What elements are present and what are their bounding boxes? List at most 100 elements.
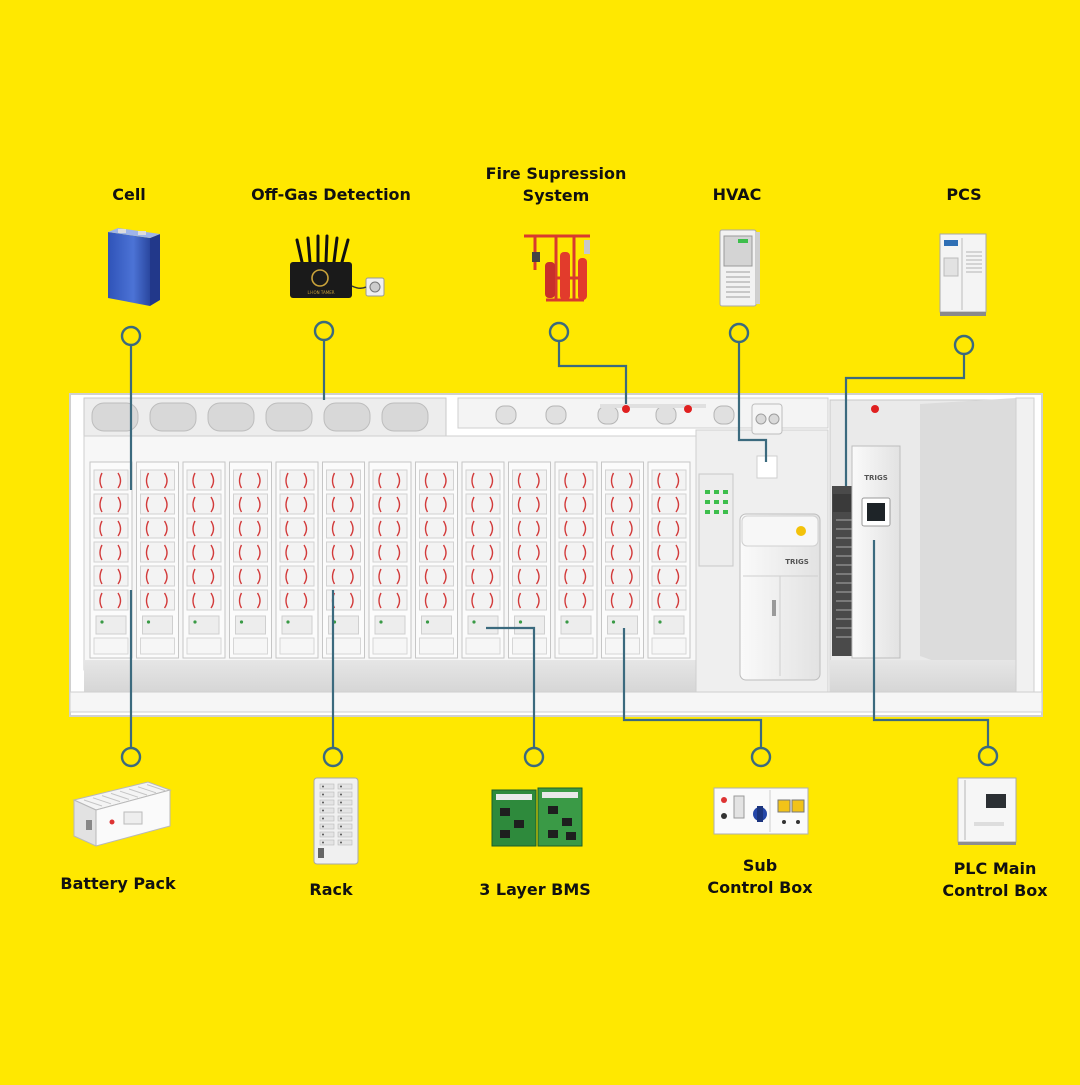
battery-module [419, 565, 454, 587]
container: TRIGS TRIGS [69, 393, 1043, 717]
module-wire [285, 544, 289, 561]
module-wire [378, 568, 382, 585]
battery-module [279, 517, 315, 539]
rack-module-dot [340, 809, 342, 812]
rack-module [337, 791, 353, 798]
module-wire [628, 544, 633, 561]
pcs-main-cabinet: TRIGS [832, 445, 901, 659]
pack-cell-line [128, 788, 148, 796]
label-pcs-line: PCS [946, 185, 982, 204]
module-wire [657, 592, 661, 609]
battery-rack [229, 461, 272, 659]
module-wire [610, 592, 615, 609]
module-wire [657, 568, 661, 585]
module-wire [303, 472, 308, 489]
label-bms-line: 3 Layer BMS [479, 880, 591, 899]
label-rack: Rack [309, 879, 352, 901]
battery-rack [415, 461, 458, 659]
battery-module [372, 469, 408, 491]
module-wire [517, 592, 522, 609]
indicator-panel [698, 473, 734, 567]
battery-module [651, 517, 687, 539]
battery-module [465, 541, 501, 563]
suppression-pipe [600, 404, 879, 413]
roof-tile [207, 402, 255, 432]
module-wire [331, 496, 336, 513]
module-wire [117, 592, 122, 609]
battery-module [605, 565, 640, 587]
module-wire [331, 544, 336, 561]
module-wire [628, 496, 633, 513]
pcs-room-floor [830, 660, 1020, 696]
battery-module [186, 541, 222, 563]
module-wire [535, 472, 540, 489]
module-wire [210, 592, 215, 609]
module-wire [256, 496, 261, 513]
battery-module [512, 589, 547, 611]
off-gas-detection-icon: LI-ION TAMER [290, 234, 385, 298]
module-wire [489, 472, 494, 489]
label-pcs: PCS [946, 184, 981, 206]
battery-module [558, 493, 594, 515]
pack-cell-line [83, 799, 103, 807]
module-wire [517, 544, 522, 561]
roof-vents [495, 405, 735, 425]
module-wire [396, 568, 401, 585]
battery-module [93, 469, 129, 491]
module-wire [256, 472, 261, 489]
roof-tile [323, 402, 371, 432]
rack-module [337, 783, 353, 790]
module-wire [471, 472, 475, 489]
rack-module-dot [322, 801, 324, 804]
connector-fire-suppression [557, 342, 628, 404]
cell-icon [108, 228, 160, 306]
module-wire [489, 520, 494, 537]
battery-rack [89, 461, 133, 659]
rack-bms-unit [328, 615, 359, 635]
module-wire [442, 520, 447, 537]
rack-bms-unit [235, 615, 266, 635]
module-wire [442, 472, 447, 489]
rack-module-dot [340, 825, 342, 828]
rack-base [605, 637, 640, 655]
module-wire [145, 472, 150, 489]
pcs-icon [939, 233, 987, 316]
module-wire [628, 472, 633, 489]
battery-module [419, 589, 454, 611]
module-wire [99, 568, 103, 585]
label-rack-line: Rack [309, 880, 353, 899]
battery-module [93, 493, 129, 515]
pack-cell-line [101, 795, 121, 803]
rack-module [319, 815, 335, 822]
rack-bms-led [658, 620, 662, 624]
module-wire [238, 568, 243, 585]
rack-module-dot [340, 793, 342, 796]
rack-module-dot [322, 817, 324, 820]
rack-bms-led [518, 620, 523, 624]
battery-module [605, 541, 640, 563]
label-plc-main-control-box: PLC Main Control Box [942, 858, 1047, 902]
battery-rack [136, 461, 179, 659]
battery-module [279, 565, 315, 587]
battery-module [326, 517, 361, 539]
module-wire [349, 568, 354, 585]
roof-vent [597, 405, 619, 425]
rack-bms-led [286, 620, 290, 624]
rack-module [337, 823, 353, 830]
rack-base [465, 637, 501, 655]
pack-cell-line [137, 786, 157, 794]
battery-module [326, 541, 361, 563]
module-wire [145, 544, 150, 561]
battery-module [140, 565, 175, 587]
battery-rack [647, 461, 691, 659]
rack-module [337, 815, 353, 822]
indicator-light [723, 510, 728, 514]
module-wire [424, 496, 429, 513]
battery-module [233, 565, 268, 587]
pcs-room-side-wall [920, 398, 1016, 690]
rack-module [337, 807, 353, 814]
module-wire [582, 520, 587, 537]
module-wire [349, 520, 354, 537]
battery-module [279, 493, 315, 515]
module-wire [163, 472, 168, 489]
